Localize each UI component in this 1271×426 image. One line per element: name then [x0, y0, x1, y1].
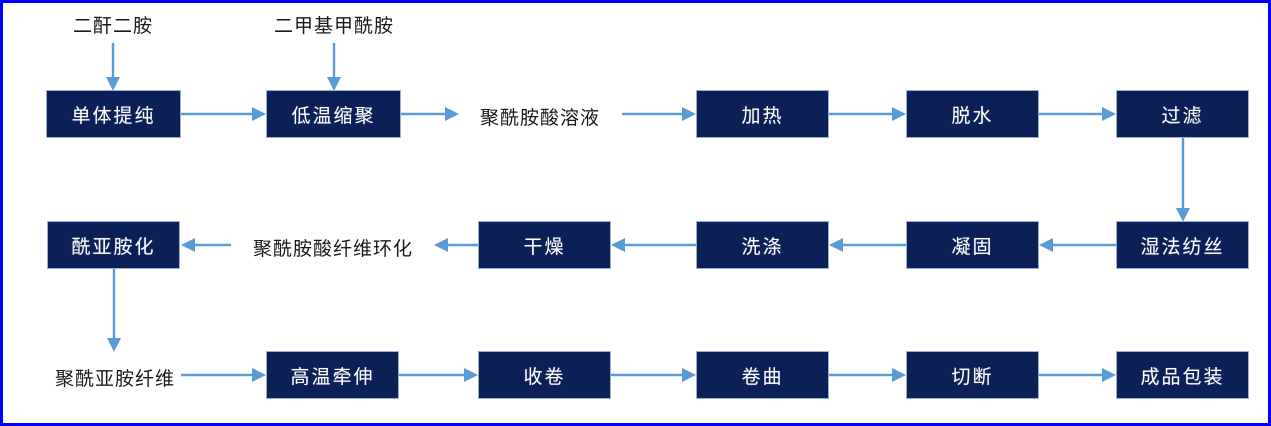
node-filtration[interactable]: 过滤 [1116, 90, 1249, 138]
node-heating[interactable]: 加热 [696, 90, 829, 138]
connector-layer [106, 43, 1190, 382]
label-dianhydride-diamine: 二酐二胺 [72, 15, 154, 37]
conn-wetspinning-to-coagulation [1039, 238, 1116, 252]
conn-winding-to-crimping [611, 368, 696, 382]
node-cutting[interactable]: 切断 [906, 351, 1039, 399]
conn-polycondensation-to-solution [401, 107, 459, 121]
node-crimping[interactable]: 卷曲 [696, 351, 829, 399]
conn-drawing-to-winding [399, 368, 478, 382]
conn-monomer-to-polycondensation [181, 107, 266, 121]
conn-imidization-to-fiber [107, 269, 121, 352]
conn-cutting-to-packaging [1039, 368, 1116, 382]
conn-crimping-to-cutting [829, 368, 906, 382]
conn-solution-to-heating [622, 107, 696, 121]
label-polyamic-acid-solution: 聚酰胺酸溶液 [479, 107, 601, 129]
label-polyimide-fiber: 聚酰亚胺纤维 [54, 368, 176, 390]
node-high-temp-drawing[interactable]: 高温牵伸 [266, 351, 399, 399]
node-low-temp-polycondensation[interactable]: 低温缩聚 [266, 90, 401, 138]
conn-washing-to-drying [611, 238, 696, 252]
conn-drying-to-cyclization [434, 238, 478, 252]
conn-dmf-to-polycondensation [327, 43, 341, 91]
node-coagulation[interactable]: 凝固 [906, 221, 1039, 269]
node-monomer-purification[interactable]: 单体提纯 [46, 90, 181, 138]
label-polyamic-acid-fiber-cyclization: 聚酰胺酸纤维环化 [252, 238, 414, 260]
node-winding[interactable]: 收卷 [478, 351, 611, 399]
conn-coagulation-to-washing [829, 238, 906, 252]
conn-dehydration-to-filtration [1039, 107, 1116, 121]
label-dimethylformamide: 二甲基甲酰胺 [273, 15, 395, 37]
node-imidization[interactable]: 酰亚胺化 [47, 221, 180, 269]
conn-filtration-to-wetspinning [1176, 138, 1190, 222]
node-wet-spinning[interactable]: 湿法纺丝 [1116, 221, 1249, 269]
node-drying[interactable]: 干燥 [478, 221, 611, 269]
node-final-packaging[interactable]: 成品包装 [1116, 351, 1249, 399]
conn-fiber-to-drawing [181, 368, 266, 382]
node-washing[interactable]: 洗涤 [696, 221, 829, 269]
node-dehydration[interactable]: 脱水 [906, 90, 1039, 138]
conn-cyclization-to-imidization [181, 238, 231, 252]
conn-heating-to-dehydration [829, 107, 906, 121]
conn-dianhydride-to-monomer [106, 43, 120, 91]
